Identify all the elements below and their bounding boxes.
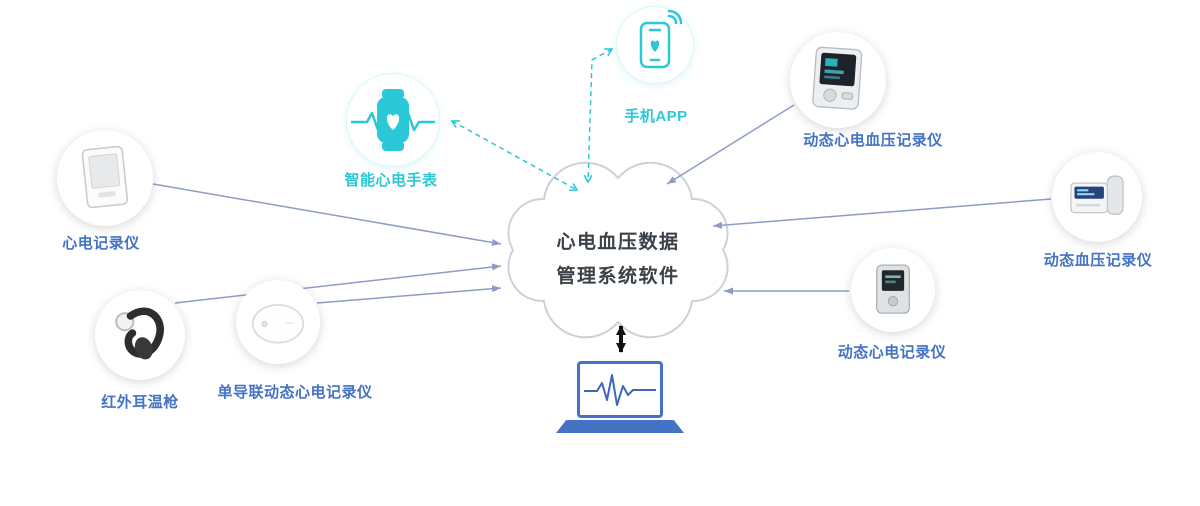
ecg-recorder-icon — [81, 145, 129, 209]
connector-ecg-bp-monitor — [666, 104, 795, 185]
ecg-recorder-label: 心电记录仪 — [62, 235, 140, 252]
single-lead-recorder-node — [236, 280, 320, 364]
holter-recorder-icon — [876, 264, 910, 314]
single-lead-recorder-icon — [251, 304, 305, 344]
smartwatch-heart-icon — [351, 89, 435, 151]
connector-ear-thermometer — [174, 263, 502, 304]
connector-smartwatch — [452, 121, 577, 190]
connector-ambulatory-bp — [712, 198, 1052, 229]
smartphone-heart-icon — [639, 9, 683, 69]
cloud-shape — [507, 161, 729, 339]
ecg-bp-monitor-node — [790, 32, 886, 128]
cloud-title-line2: 管理系统软件 — [556, 266, 680, 287]
ambulatory-bp-icon — [1070, 175, 1124, 215]
phone-app-label: 手机APP — [624, 108, 688, 125]
connector-phone-app — [588, 49, 612, 182]
phone-app-node — [617, 7, 693, 83]
ecg-bp-monitor-icon — [812, 46, 863, 110]
ecg-bp-monitor-label: 动态心电血压记录仪 — [803, 132, 943, 149]
smartwatch-label: 智能心电手表 — [344, 172, 438, 189]
ear-thermometer-label: 红外耳温枪 — [101, 394, 179, 411]
single-lead-recorder-label: 单导联动态心电记录仪 — [217, 384, 373, 401]
smartwatch-node — [347, 74, 439, 166]
holter-recorder-node — [851, 248, 935, 332]
ambulatory-bp-node — [1052, 152, 1142, 242]
connector-ecg-recorder — [152, 183, 502, 246]
holter-recorder-label: 动态心电记录仪 — [837, 344, 947, 361]
ear-thermometer-icon — [115, 307, 164, 360]
ear-thermometer-node — [95, 290, 185, 380]
laptop-ecg-waveform — [584, 374, 656, 406]
cloud-title-line1: 心电血压数据 — [556, 232, 680, 253]
laptop-ecg-icon — [577, 361, 663, 418]
ecg-recorder-node — [57, 130, 153, 226]
cloud-title: 心电血压数据 管理系统软件 — [528, 226, 708, 294]
laptop-base — [556, 420, 684, 433]
connector-single-lead — [316, 285, 502, 304]
ambulatory-bp-label: 动态血压记录仪 — [1043, 252, 1153, 269]
